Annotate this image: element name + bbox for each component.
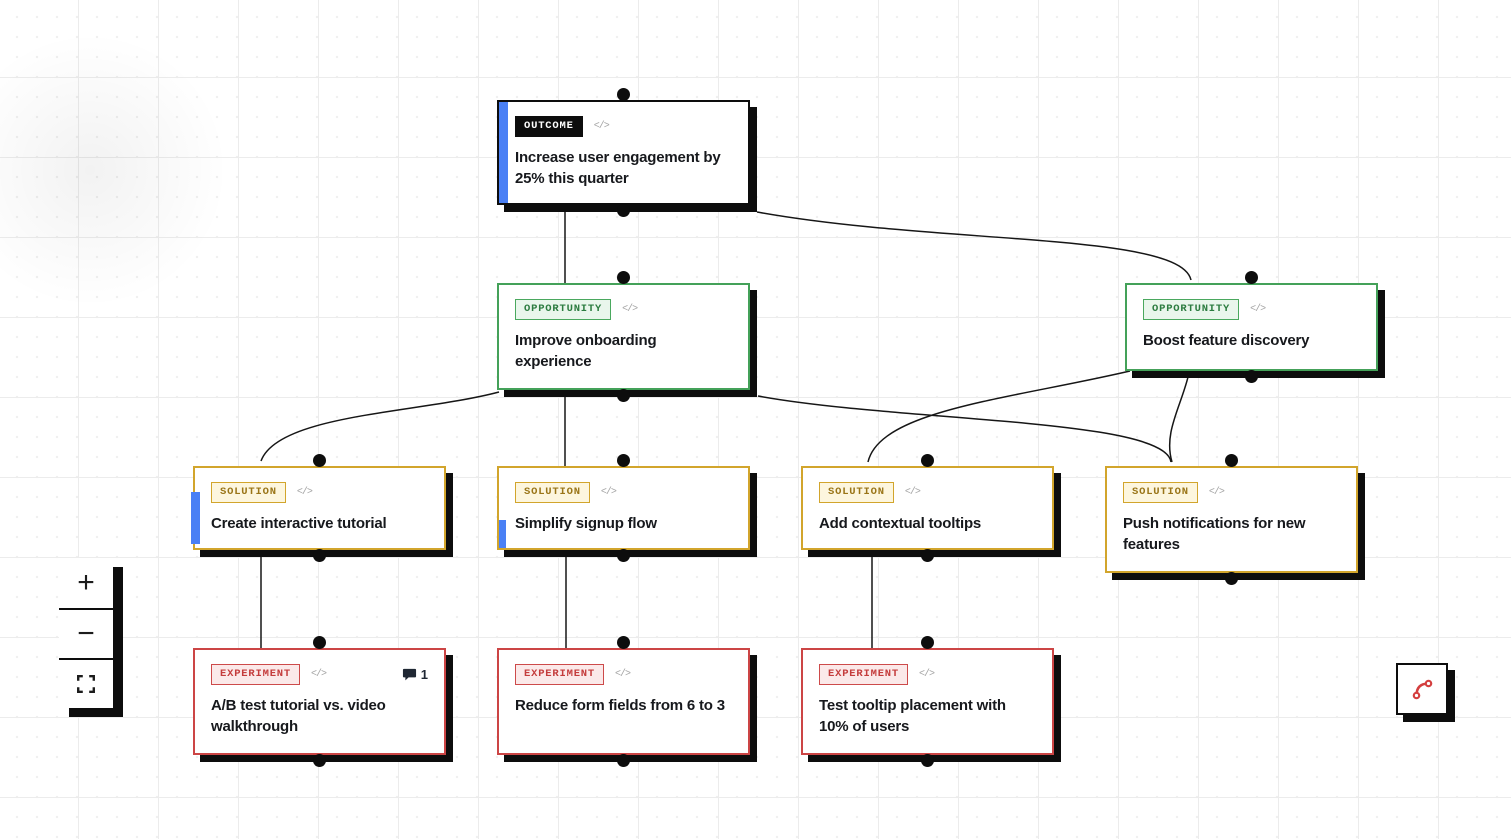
node-card-solution-2[interactable]: SOLUTION </> Simplify signup flow: [497, 454, 750, 562]
code-icon[interactable]: </>: [593, 120, 610, 132]
code-icon[interactable]: </>: [311, 668, 327, 680]
edge-opportunity2-solution4[interactable]: [1168, 372, 1190, 463]
connector-port-bottom[interactable]: [313, 549, 326, 562]
zoom-toolbar: + −: [59, 558, 113, 708]
node-card-solution-1[interactable]: SOLUTION </> Create interactive tutorial: [191, 454, 446, 562]
node-type-badge: SOLUTION: [515, 482, 590, 503]
zoom-fit-button[interactable]: [59, 658, 113, 708]
node-title: Test tooltip placement with 10% of users: [819, 696, 1006, 735]
plus-icon: +: [77, 566, 95, 599]
node-type-badge: EXPERIMENT: [515, 664, 605, 685]
node-card-outcome[interactable]: OUTCOME </> Increase user engagement by …: [497, 88, 750, 217]
node-title: Increase user engagement by 25% this qua…: [515, 148, 721, 187]
code-icon[interactable]: </>: [919, 668, 935, 680]
connector-port-bottom[interactable]: [617, 389, 630, 402]
edge-opportunity1-solution1[interactable]: [260, 391, 500, 462]
comment-icon: [402, 668, 416, 681]
connector-icon: [1412, 679, 1433, 700]
node-type-badge: OPPORTUNITY: [1143, 299, 1240, 320]
connector-port-top[interactable]: [313, 636, 326, 649]
node-title: Push notifications for new features: [1123, 514, 1306, 553]
connector-port-top[interactable]: [617, 88, 630, 101]
selection-indicator: [191, 492, 200, 544]
node-title: Reduce form fields from 6 to 3: [515, 696, 725, 714]
node-type-badge: OPPORTUNITY: [515, 299, 612, 320]
connector-port-bottom[interactable]: [617, 204, 630, 217]
zoom-in-button[interactable]: +: [59, 558, 113, 608]
node-type-badge: SOLUTION: [211, 482, 286, 503]
code-icon[interactable]: </>: [1250, 303, 1266, 315]
code-icon[interactable]: </>: [296, 486, 313, 498]
connector-port-bottom[interactable]: [617, 754, 630, 767]
node-card-opportunity-2[interactable]: OPPORTUNITY </> Boost feature discovery: [1125, 271, 1378, 383]
connector-port-top[interactable]: [313, 454, 326, 467]
node-card-solution-3[interactable]: SOLUTION </> Add contextual tooltips: [801, 454, 1054, 562]
node-type-badge: OUTCOME: [515, 116, 583, 137]
node-type-badge: SOLUTION: [819, 482, 894, 503]
connector-port-top[interactable]: [1225, 454, 1238, 467]
connector-port-bottom[interactable]: [617, 549, 630, 562]
connector-port-top[interactable]: [617, 454, 630, 467]
node-title: Improve onboarding experience: [515, 331, 657, 370]
node-title: Boost feature discovery: [1143, 331, 1310, 349]
node-card-experiment-1[interactable]: EXPERIMENT </> 1 A/B test tutorial vs. v…: [193, 636, 446, 767]
edge-opportunity1-solution4[interactable]: [757, 395, 1172, 463]
connector-port-top[interactable]: [617, 271, 630, 284]
connector-port-top[interactable]: [1245, 271, 1258, 284]
connector-port-top[interactable]: [921, 454, 934, 467]
connector-port-bottom[interactable]: [921, 549, 934, 562]
fit-screen-icon: [77, 675, 95, 693]
code-icon[interactable]: </>: [1208, 486, 1225, 498]
node-type-badge: EXPERIMENT: [211, 664, 301, 685]
node-title: A/B test tutorial vs. video walkthrough: [211, 696, 386, 735]
code-icon[interactable]: </>: [904, 486, 921, 498]
connector-port-bottom[interactable]: [921, 754, 934, 767]
node-title: Add contextual tooltips: [819, 514, 982, 532]
edge-opportunity2-solution3[interactable]: [867, 370, 1131, 463]
node-type-badge: EXPERIMENT: [819, 664, 909, 685]
minus-icon: −: [77, 617, 95, 650]
connector-tool-button[interactable]: [1396, 663, 1448, 715]
comment-count: 1: [420, 666, 428, 682]
node-type-badge: SOLUTION: [1123, 482, 1198, 503]
code-icon[interactable]: </>: [600, 486, 617, 498]
code-icon[interactable]: </>: [615, 668, 631, 680]
connector-port-top[interactable]: [617, 636, 630, 649]
connector-port-bottom[interactable]: [313, 754, 326, 767]
node-title: Simplify signup flow: [515, 514, 657, 532]
connector-port-bottom[interactable]: [1245, 370, 1258, 383]
selection-indicator: [499, 102, 508, 203]
code-icon[interactable]: </>: [622, 303, 638, 315]
node-card-experiment-2[interactable]: EXPERIMENT </> Reduce form fields from 6…: [497, 636, 750, 767]
edge-outcome1-opportunity2[interactable]: [756, 211, 1192, 281]
connector-port-top[interactable]: [921, 636, 934, 649]
node-card-experiment-3[interactable]: EXPERIMENT </> Test tooltip placement wi…: [801, 636, 1054, 767]
connector-port-bottom[interactable]: [1225, 572, 1238, 585]
zoom-out-button[interactable]: −: [59, 608, 113, 658]
comment-count-button[interactable]: 1: [402, 667, 428, 682]
selection-indicator: [499, 520, 506, 548]
node-card-solution-4[interactable]: SOLUTION </> Push notifications for new …: [1105, 454, 1358, 585]
node-card-opportunity-1[interactable]: OPPORTUNITY </> Improve onboarding exper…: [497, 271, 750, 402]
node-title: Create interactive tutorial: [211, 514, 387, 532]
